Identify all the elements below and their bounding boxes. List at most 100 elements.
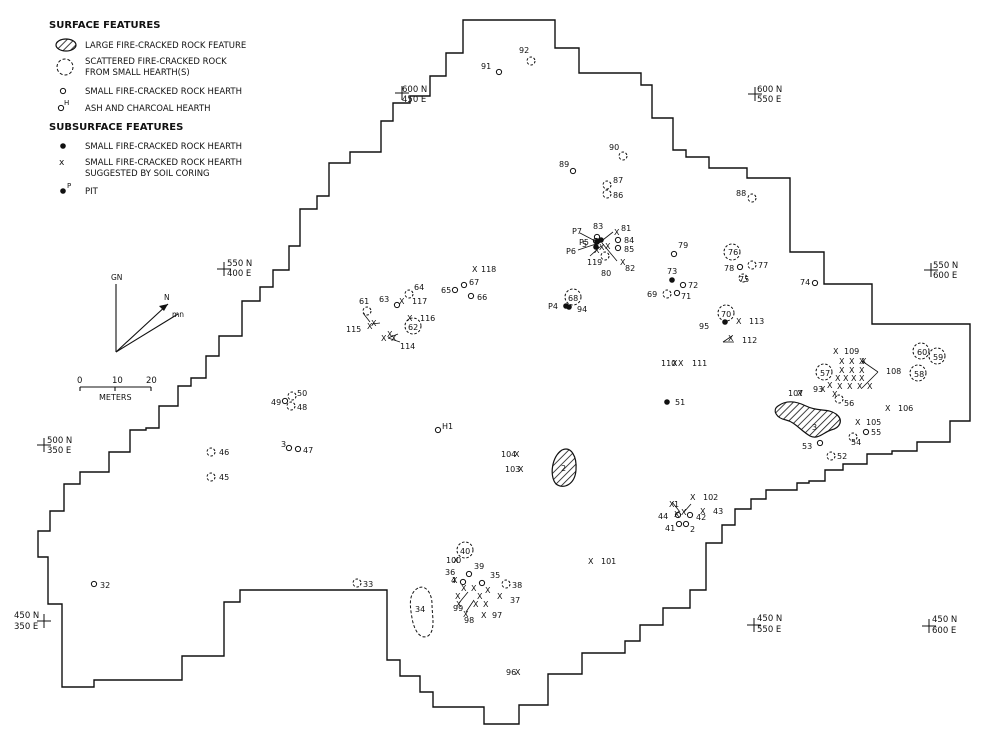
coring-93: X93 xyxy=(813,385,826,394)
feature-label: 78 xyxy=(724,264,734,273)
feature-78: 78 xyxy=(724,263,744,273)
feature-label: 79 xyxy=(678,241,688,250)
coring-symbol: X xyxy=(728,334,734,343)
grid-label-e: 600 E xyxy=(932,626,956,636)
small-hearth-symbol xyxy=(451,286,459,294)
small-hearth-symbol xyxy=(862,428,870,436)
feature-57: 57 xyxy=(815,363,833,381)
coring-symbol: X xyxy=(827,381,833,390)
small-hearth-symbol xyxy=(90,580,98,588)
large-fcr-feature-34: 34 xyxy=(409,586,434,638)
small-hearth-symbol xyxy=(673,289,681,297)
feature-62: 62 xyxy=(404,317,422,335)
feature-label: 57 xyxy=(820,369,830,378)
feature-label: 80 xyxy=(601,269,611,278)
coring-label: 43 xyxy=(713,507,723,516)
feature-label: 56 xyxy=(844,399,854,408)
coring-symbol: X xyxy=(497,592,503,601)
legend-scattered-line1: SCATTERED FIRE-CRACKED ROCK xyxy=(85,57,227,67)
feature-33: 33 xyxy=(352,578,373,589)
coring-label: 110 xyxy=(661,359,676,368)
feature-55: 55 xyxy=(862,428,881,437)
small-hearth-symbol xyxy=(736,263,744,271)
coring-symbol: X xyxy=(588,557,594,566)
legend-ash-hearth: ASH AND CHARCOAL HEARTH xyxy=(85,104,211,114)
coring-symbol: X xyxy=(736,317,742,326)
coring-symbol: X xyxy=(885,404,891,413)
grid-mark-450n-350e: 450 N 350 E xyxy=(14,611,51,632)
small-hearth-symbol xyxy=(460,281,468,289)
scattered-fcr-symbol xyxy=(286,401,296,411)
grid-mark-550n-400e: 550 N 400 E xyxy=(217,259,252,279)
coring-symbol: X xyxy=(690,493,696,502)
feature-36: 36 xyxy=(445,568,467,586)
coring-symbol: X xyxy=(678,359,684,368)
scattered-fcr-symbol xyxy=(747,260,757,270)
grid-mark-600n-450e: 600 N 450 E xyxy=(395,85,427,105)
feature-80: 80 xyxy=(600,251,611,278)
scattered-fcr-symbol xyxy=(526,56,536,66)
feature-65: 65 xyxy=(441,286,459,295)
coring-symbol: X xyxy=(518,465,524,474)
feature-94: 94 xyxy=(566,304,587,314)
feature-66: 66 xyxy=(467,292,487,302)
small-hearth-symbol xyxy=(614,244,622,252)
mn-label: mn xyxy=(172,310,184,319)
coring-symbol: X xyxy=(835,374,841,383)
coring-symbol: X xyxy=(672,359,678,368)
feature-83: 83 xyxy=(593,222,603,241)
pit-label: P7 xyxy=(572,227,582,236)
feature-label: 88 xyxy=(736,189,746,198)
coring-symbol: X xyxy=(483,600,489,609)
scale-tick-10: 10 xyxy=(112,376,123,386)
coring-label: 103 xyxy=(505,465,520,474)
scattered-fcr-symbol xyxy=(834,394,844,404)
n-label: N xyxy=(164,293,170,302)
feature-91: 91 xyxy=(481,62,503,76)
coring-label: 101 xyxy=(601,557,616,566)
feature-56: 56 xyxy=(834,394,854,408)
feature-label: 58 xyxy=(914,370,924,379)
coring-symbol: X xyxy=(514,450,520,459)
feature-label: 35 xyxy=(490,571,500,580)
feature-label: 54 xyxy=(851,438,861,447)
feature-63: 63 xyxy=(379,295,401,309)
coring-label: 93 xyxy=(813,385,823,394)
feature-50: 50 xyxy=(287,389,307,401)
feature-76: 76 xyxy=(723,243,741,261)
leader-lines xyxy=(362,231,879,613)
scattered-fcr-symbol xyxy=(602,180,612,190)
feature-88: 88 xyxy=(736,189,757,203)
feature-84: 84 xyxy=(614,236,634,245)
ash-marker: H xyxy=(64,99,69,107)
coring-symbol: X xyxy=(463,610,469,619)
feature-52: 52 xyxy=(826,451,847,461)
feature-label: 39 xyxy=(474,562,484,571)
feature-label: 38 xyxy=(512,581,522,590)
small-hearth-symbol xyxy=(59,87,67,95)
coring-symbol: X xyxy=(515,668,521,677)
feature-label: 74 xyxy=(800,278,810,287)
grid-label-e: 550 E xyxy=(757,95,781,105)
scattered-fcr-symbol xyxy=(723,243,741,261)
coring-96: X96 xyxy=(506,668,521,677)
feature-label: 72 xyxy=(688,281,698,290)
small-hearth-symbol xyxy=(294,445,302,453)
feature-label: 51 xyxy=(675,398,685,407)
feature-label: 33 xyxy=(363,580,373,589)
coring-label: 98 xyxy=(464,616,474,625)
grid-label-e: 350 E xyxy=(14,622,38,632)
feature-label: 85 xyxy=(624,245,634,254)
coring-symbol: X xyxy=(847,382,853,391)
coring-label: 109 xyxy=(844,347,859,356)
pit-label: P4 xyxy=(548,302,558,311)
feature-48: 48 xyxy=(286,401,307,412)
